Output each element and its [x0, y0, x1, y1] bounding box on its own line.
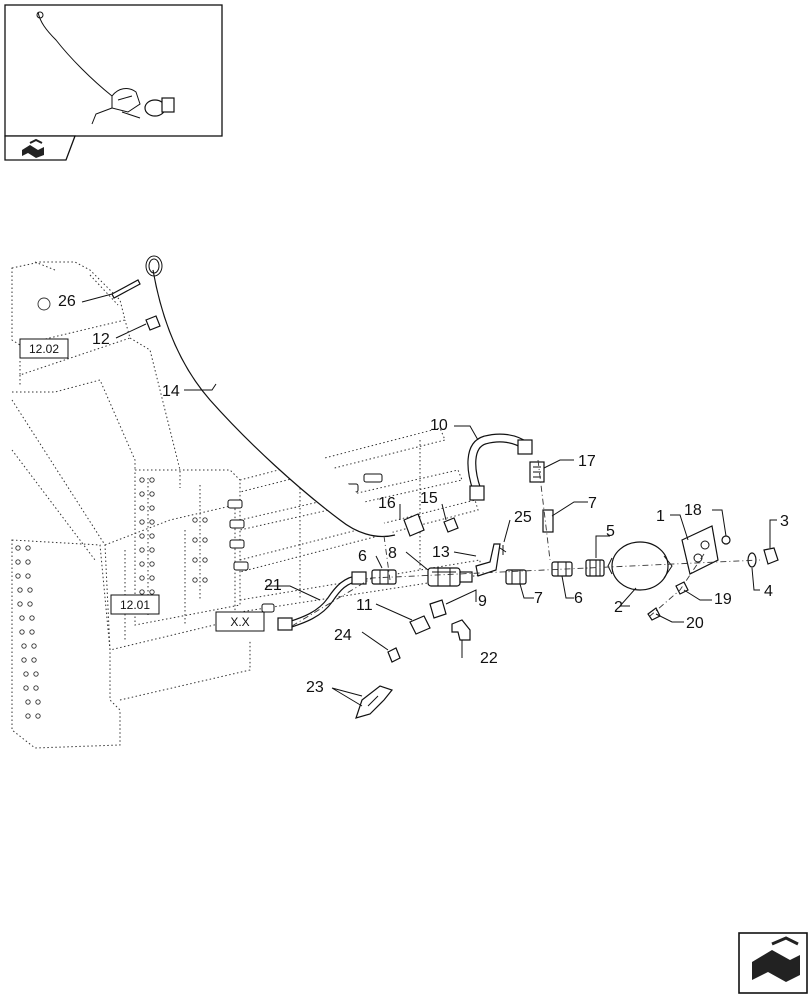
callout-18: 18: [684, 502, 702, 519]
callout-16: 16: [378, 495, 396, 512]
assembly-centerlines: [291, 459, 761, 627]
callout-20: 20: [686, 615, 704, 632]
part-19-bolt: [675, 581, 689, 595]
callout-7-lower: 7: [534, 590, 543, 607]
reference-box-x-x[interactable]: X.X: [215, 611, 265, 632]
part-2-accumulator: [607, 541, 673, 591]
callout-25: 25: [514, 509, 532, 526]
callout-11: 11: [356, 597, 373, 614]
part-23-clip-pin: [355, 685, 394, 719]
part-16-clamp: [403, 513, 425, 537]
callout-2: 2: [614, 599, 623, 616]
leader-lines: [81, 293, 777, 707]
reference-box-12-02[interactable]: 12.02: [19, 338, 69, 359]
callout-9: 9: [478, 593, 487, 610]
callout-10: 10: [430, 417, 448, 434]
callout-22: 22: [480, 650, 498, 667]
part-20-bolt: [647, 607, 661, 621]
callout-4: 4: [764, 583, 773, 600]
callout-8: 8: [388, 545, 397, 562]
callout-26: 26: [58, 293, 76, 310]
part-14-cable: [145, 255, 396, 538]
part-22-elbow: [451, 619, 471, 641]
reference-label: X.X: [230, 615, 249, 629]
part-21-pipe: [277, 571, 367, 631]
callout-13: 13: [432, 544, 450, 561]
callout-24: 24: [334, 627, 352, 644]
part-18-nut: [721, 535, 731, 545]
reference-box-12-01[interactable]: 12.01: [110, 594, 160, 615]
part-10-hose: [467, 433, 533, 501]
machine-frame: [11, 261, 481, 749]
callout-labels: 26 12 14 10 17 7 16 15 25 6 8 13 21 11 9…: [58, 293, 789, 696]
callout-3: 3: [780, 513, 789, 530]
callout-14: 14: [162, 383, 180, 400]
callout-1: 1: [656, 508, 665, 525]
part-25-screw: [499, 545, 507, 555]
callout-21: 21: [264, 577, 282, 594]
callout-15: 15: [420, 490, 438, 507]
callout-6-left: 6: [358, 548, 367, 565]
next-page-button[interactable]: [738, 932, 808, 994]
part-15-bolt: [443, 517, 459, 533]
part-7-upper-connector: [542, 509, 554, 533]
part-24-bolt: [387, 647, 401, 663]
next-page-arrow-icon: [752, 936, 800, 982]
part-17-adapter: [529, 461, 545, 483]
part-11-clip: [409, 615, 431, 635]
part-3-nut: [763, 547, 779, 565]
part-13-bracket: [475, 543, 501, 577]
callout-19: 19: [714, 591, 732, 608]
reference-label: 12.01: [120, 598, 150, 612]
callout-12: 12: [92, 331, 110, 348]
callout-23: 23: [306, 679, 324, 696]
callout-17: 17: [578, 453, 596, 470]
part-12-sleeve: [145, 315, 161, 331]
thumbnail-nav-tab[interactable]: [4, 135, 76, 161]
overview-thumbnail[interactable]: [4, 4, 223, 137]
part-8-valve: [427, 567, 473, 587]
callout-6-right: 6: [574, 590, 583, 607]
callout-5: 5: [606, 523, 615, 540]
part-26-pin: [111, 279, 141, 299]
part-7-lower-connector: [505, 569, 527, 585]
reference-label: 12.02: [29, 342, 59, 356]
part-1-mount: [681, 525, 719, 575]
callout-7-upper: 7: [588, 495, 597, 512]
part-9-bracket: [429, 599, 447, 619]
next-page-arrow-icon: [22, 138, 44, 158]
frame-couplers: [227, 473, 383, 613]
